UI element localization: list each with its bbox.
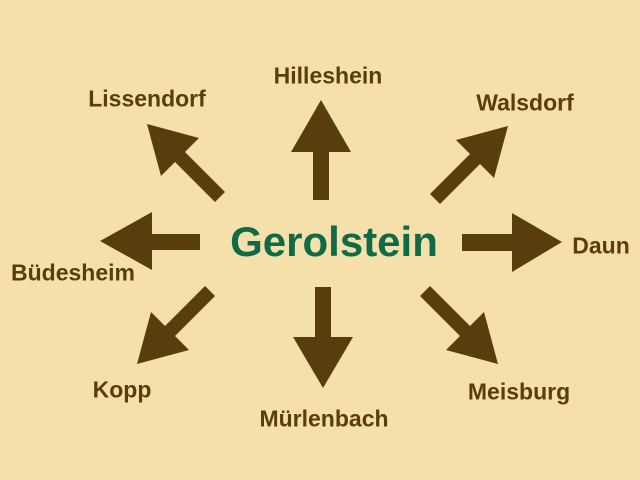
center-label: Gerolstein	[230, 218, 438, 265]
arrow-buedesheim	[100, 212, 200, 270]
label-meisburg: Meisburg	[467, 378, 571, 405]
label-daun: Daun	[572, 232, 630, 259]
label-walsdorf: Walsdorf	[476, 89, 574, 116]
label-muerlenbach: Mürlenbach	[259, 405, 389, 432]
label-buedesheim: Büdesheim	[11, 259, 135, 286]
arrow-kopp	[137, 286, 215, 364]
arrow-lissendorf	[147, 124, 225, 202]
label-hillesheim: Hilleshein	[273, 62, 383, 89]
label-kopp: Kopp	[92, 376, 152, 403]
arrow-daun	[462, 213, 562, 272]
arrow-walsdorf	[430, 126, 508, 204]
arrow-hillesheim	[291, 100, 351, 200]
arrow-meisburg	[420, 286, 498, 364]
label-lissendorf: Lissendorf	[88, 85, 206, 112]
arrow-muerlenbach	[293, 287, 353, 388]
